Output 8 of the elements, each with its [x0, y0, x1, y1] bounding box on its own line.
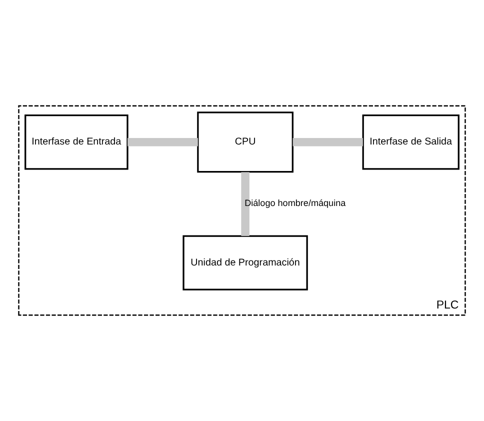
node-box: Interfase de Salida — [362, 114, 460, 170]
node-box: CPU — [197, 112, 294, 173]
node-box: Interfase de Entrada — [24, 114, 128, 170]
connector — [128, 138, 198, 146]
edge-label: Diálogo hombre/máquina — [244, 198, 346, 208]
node-box: Unidad de Programación — [182, 235, 308, 290]
connector — [292, 138, 363, 146]
connector — [241, 172, 250, 236]
